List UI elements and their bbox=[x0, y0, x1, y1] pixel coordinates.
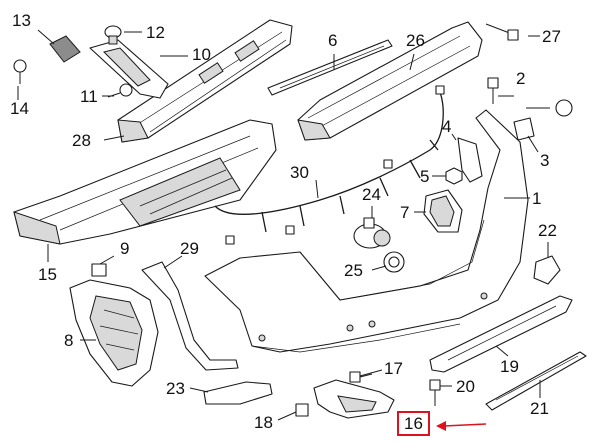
part-3-clip bbox=[513, 117, 535, 141]
callout-22: 22 bbox=[538, 221, 557, 240]
callout-15: 15 bbox=[38, 265, 57, 284]
callout-6: 6 bbox=[328, 31, 338, 50]
callout-16-highlighted: 16 bbox=[397, 411, 430, 436]
part-17-screw bbox=[349, 371, 373, 383]
part-29-side-strip bbox=[141, 261, 239, 371]
callout-16: 16 bbox=[404, 413, 423, 433]
callout-20: 20 bbox=[456, 377, 475, 396]
part-13-clip bbox=[49, 35, 81, 63]
callout-27: 27 bbox=[542, 27, 561, 46]
part-16-lower-bracket bbox=[313, 379, 395, 419]
part-2b-pin bbox=[555, 99, 573, 117]
part-27-bolt bbox=[485, 23, 519, 41]
part-14-screw bbox=[13, 59, 27, 84]
part-2-screw bbox=[487, 77, 499, 104]
callout-28: 28 bbox=[72, 131, 91, 150]
part-5-nut bbox=[445, 167, 463, 185]
part-10-bracket bbox=[89, 39, 169, 99]
callout-1: 1 bbox=[532, 189, 542, 208]
part-30-wiring-harness bbox=[214, 85, 445, 245]
part-1-bumper-cover bbox=[204, 109, 529, 353]
callout-7: 7 bbox=[400, 203, 410, 222]
callout-2: 2 bbox=[516, 69, 526, 88]
callout-24: 24 bbox=[362, 185, 381, 204]
callout-3: 3 bbox=[540, 151, 550, 170]
part-28-absorber bbox=[117, 19, 293, 143]
part-6-bracket bbox=[267, 39, 393, 96]
part-22-cap bbox=[533, 255, 561, 285]
callout-19: 19 bbox=[500, 357, 519, 376]
callout-23: 23 bbox=[166, 379, 185, 398]
callout-13: 13 bbox=[12, 11, 31, 30]
callout-14: 14 bbox=[10, 99, 29, 118]
part-21-molding bbox=[485, 351, 587, 411]
callout-4: 4 bbox=[442, 117, 452, 136]
callout-10: 10 bbox=[192, 45, 211, 64]
callout-29: 29 bbox=[180, 239, 199, 258]
callout-12: 12 bbox=[146, 23, 165, 42]
callout-11: 11 bbox=[80, 87, 98, 106]
part-15-lower-absorber bbox=[13, 119, 277, 245]
part-25-grommet bbox=[383, 251, 405, 273]
part-19-trim bbox=[429, 295, 573, 373]
callout-8: 8 bbox=[64, 331, 74, 350]
callout-30: 30 bbox=[290, 163, 309, 182]
callout-21: 21 bbox=[530, 399, 549, 418]
part-24-sensor bbox=[353, 217, 391, 249]
callout-25: 25 bbox=[344, 261, 363, 280]
part-8-side-bracket bbox=[69, 279, 159, 387]
callout-26: 26 bbox=[406, 31, 425, 50]
callout-18: 18 bbox=[254, 413, 273, 432]
part-4-bracket bbox=[457, 137, 483, 183]
part-9-clip bbox=[91, 263, 107, 277]
part-20-bolt bbox=[429, 379, 441, 406]
part-12-pushpin bbox=[104, 25, 122, 45]
leader-lines bbox=[17, 29, 550, 421]
part-18-clip bbox=[295, 403, 309, 417]
callout-5: 5 bbox=[420, 167, 430, 186]
part-11-screw bbox=[107, 83, 133, 98]
part-23-strip bbox=[203, 381, 273, 405]
callout-17: 17 bbox=[384, 359, 403, 378]
callout-9: 9 bbox=[120, 239, 130, 258]
red-pointer-arrow bbox=[436, 421, 487, 431]
part-26-reinforcement bbox=[297, 21, 483, 141]
part-7-reflector bbox=[423, 189, 463, 233]
